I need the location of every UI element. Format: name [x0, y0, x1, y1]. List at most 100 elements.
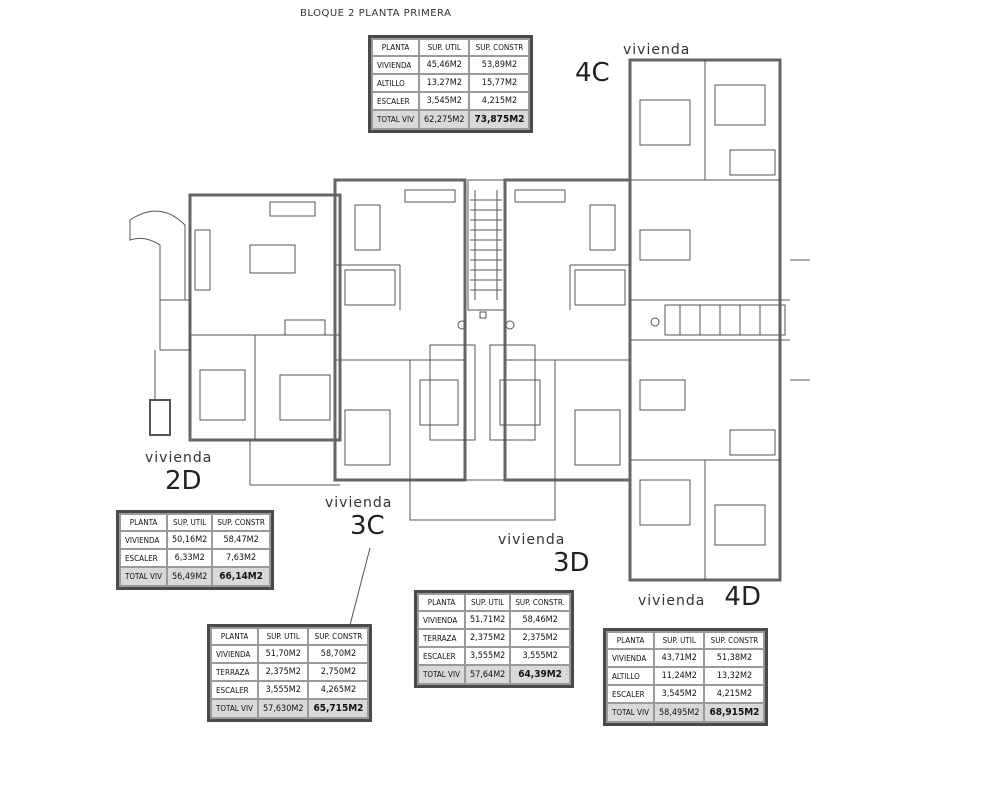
table-row: VIVIENDA 51,70M2 58,70M2	[212, 646, 368, 662]
unit-code: 3D	[553, 548, 590, 578]
table-cell: VIVIENDA	[121, 532, 167, 548]
table-cell: 57,64M2	[466, 666, 510, 683]
table-row: TERRAZA 2,375M2 2,375M2	[419, 630, 569, 646]
unit-3c-plan	[333, 178, 556, 521]
unit-label-4d: vivienda 4D	[638, 582, 761, 612]
table-cell: 65,715M2	[309, 700, 368, 717]
table-cell: VIVIENDA	[419, 612, 465, 628]
unit-code: 3C	[350, 511, 385, 541]
table-cell: TOTAL VIV	[373, 111, 419, 128]
table-cell: 13,27M2	[420, 75, 469, 91]
table-cell: 2,750M2	[309, 664, 368, 680]
table-header: PLANTA	[212, 629, 258, 644]
table-cell: 13,32M2	[705, 668, 764, 684]
table-row: ESCALER 3,555M2 4,265M2	[212, 682, 368, 698]
table-header: PLANTA	[419, 595, 465, 610]
table-cell: VIVIENDA	[373, 57, 419, 73]
table-cell: 57,630M2	[259, 700, 308, 717]
unit-word: vivienda	[623, 42, 691, 58]
table-cell: 62,275M2	[420, 111, 469, 128]
table-header-row: PLANTA SUP. UTIL SUP. CONSTR	[608, 633, 764, 648]
unit-code: 2D	[165, 466, 202, 496]
table-cell: 15,77M2	[470, 75, 529, 91]
table-header: PLANTA	[373, 40, 419, 55]
table-cell: TOTAL VIV	[212, 700, 258, 717]
table-row: ESCALER 3,545M2 4,215M2	[608, 686, 764, 702]
table-header: PLANTA	[608, 633, 654, 648]
table-cell: ESCALER	[121, 550, 167, 566]
table-row: ESCALER 3,545M2 4,215M2	[373, 93, 529, 109]
table-cell: 2,375M2	[259, 664, 308, 680]
table-cell: 51,71M2	[466, 612, 510, 628]
table-cell: 3,555M2	[511, 648, 569, 664]
central-stair-plan	[457, 179, 515, 330]
table-row: ALTILLO 13,27M2 15,77M2	[373, 75, 529, 91]
area-table-3c: PLANTA SUP. UTIL SUP. CONSTR VIVIENDA 51…	[207, 624, 373, 722]
drawing-title: BLOQUE 2 PLANTA PRIMERA	[300, 8, 452, 19]
table-row: TERRAZA 2,375M2 2,750M2	[212, 664, 368, 680]
table-cell: 6,33M2	[168, 550, 212, 566]
table-cell: 4,265M2	[309, 682, 368, 698]
table-cell: 7,63M2	[213, 550, 269, 566]
table-header: SUP. CONSTR	[470, 40, 529, 55]
table-cell: ALTILLO	[608, 668, 654, 684]
table-cell: 3,555M2	[466, 648, 510, 664]
table-cell: 50,16M2	[168, 532, 212, 548]
unit-label-3d: vivienda 3D	[498, 532, 590, 578]
table-cell: ESCALER	[373, 93, 419, 109]
unit-word: vivienda	[638, 593, 706, 609]
table-cell: 11,24M2	[655, 668, 704, 684]
table-header: SUP. CONSTR	[213, 515, 269, 530]
unit-code: 4D	[724, 582, 761, 612]
table-cell: 66,14M2	[213, 568, 269, 585]
table-cell: 2,375M2	[466, 630, 510, 646]
table-header: PLANTA	[121, 515, 167, 530]
table-cell: 58,70M2	[309, 646, 368, 662]
table-row: VIVIENDA 51,71M2 58,46M2	[419, 612, 569, 628]
table-cell: 53,89M2	[470, 57, 529, 73]
table-cell: 3,545M2	[420, 93, 469, 109]
table-header: SUP. UTIL	[466, 595, 510, 610]
table-cell: 3,555M2	[259, 682, 308, 698]
table-total-row: TOTAL VIV 58,495M2 68,915M2	[608, 704, 764, 721]
table-header: SUP. UTIL	[655, 633, 704, 648]
table-cell: 58,495M2	[655, 704, 704, 721]
table-header-row: PLANTA SUP. UTIL SUP. CONSTR.	[419, 595, 569, 610]
unit-3d-plan	[429, 178, 632, 482]
table-header: SUP. UTIL	[168, 515, 212, 530]
table-cell: TERRAZA	[212, 664, 258, 680]
table-cell: 73,875M2	[470, 111, 529, 128]
table-row: ESCALER 6,33M2 7,63M2	[121, 550, 269, 566]
table-row: VIVIENDA 43,71M2 51,38M2	[608, 650, 764, 666]
table-cell: 4,215M2	[705, 686, 764, 702]
table-header: SUP. UTIL	[420, 40, 469, 55]
unit-word: vivienda	[325, 495, 393, 511]
unit-code: 4C	[575, 58, 610, 88]
table-header: SUP. CONSTR	[705, 633, 764, 648]
unit-label-3c: vivienda 3C	[325, 495, 392, 541]
area-table-3d: PLANTA SUP. UTIL SUP. CONSTR. VIVIENDA 5…	[414, 590, 574, 688]
table-total-row: TOTAL VIV 57,630M2 65,715M2	[212, 700, 368, 717]
table-cell: 3,545M2	[655, 686, 704, 702]
table-cell: 51,38M2	[705, 650, 764, 666]
table-cell: 64,39M2	[511, 666, 569, 683]
table-row: VIVIENDA 50,16M2 58,47M2	[121, 532, 269, 548]
unit-label-2d: vivienda 2D	[145, 450, 212, 496]
table-cell: TOTAL VIV	[608, 704, 654, 721]
table-header-row: PLANTA SUP. UTIL SUP. CONSTR	[212, 629, 368, 644]
table-cell: VIVIENDA	[608, 650, 654, 666]
table-cell: TOTAL VIV	[121, 568, 167, 585]
unit-word: vivienda	[145, 450, 213, 466]
table-header-row: PLANTA SUP. UTIL SUP. CONSTR	[121, 515, 269, 530]
table-cell: 56,49M2	[168, 568, 212, 585]
table-row: ALTILLO 11,24M2 13,32M2	[608, 668, 764, 684]
table-header: SUP. CONSTR	[309, 629, 368, 644]
area-table-4c: PLANTA SUP. UTIL SUP. CONSTR VIVIENDA 45…	[368, 35, 534, 133]
table-total-row: TOTAL VIV 56,49M2 66,14M2	[121, 568, 269, 585]
table-cell: TOTAL VIV	[419, 666, 465, 683]
table-cell: 43,71M2	[655, 650, 704, 666]
table-cell: 45,46M2	[420, 57, 469, 73]
table-header: SUP. UTIL	[259, 629, 308, 644]
table-cell: 51,70M2	[259, 646, 308, 662]
